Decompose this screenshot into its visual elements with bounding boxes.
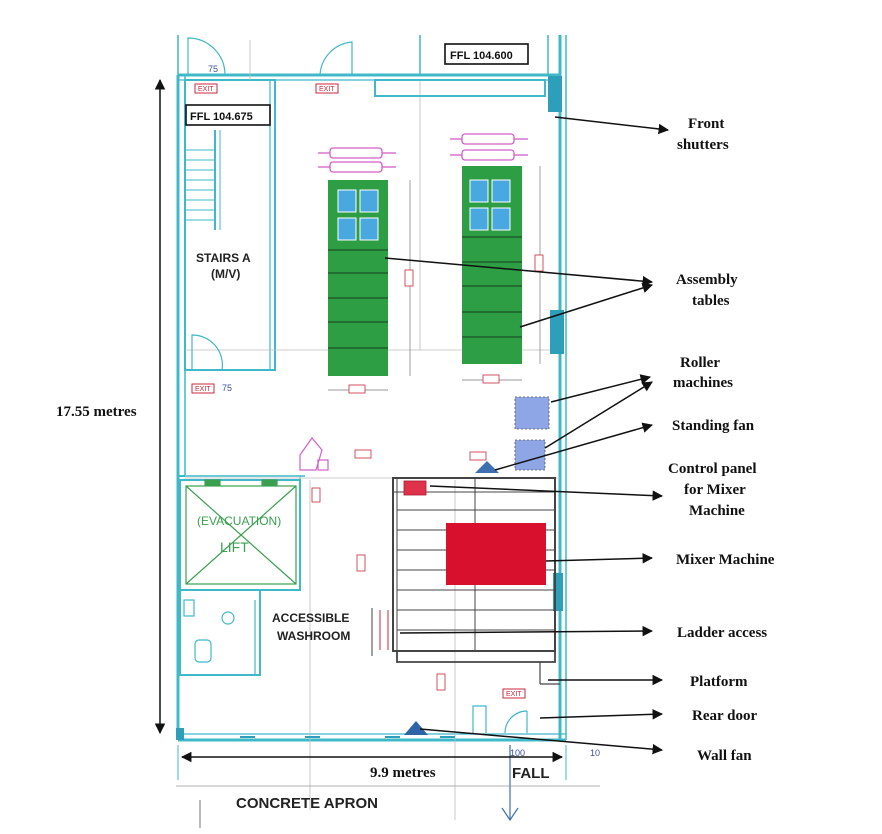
fall-label: FALL: [512, 765, 550, 782]
platform-label: Platform: [690, 674, 748, 690]
washroom-fixtures: [183, 599, 256, 675]
shutter-symbols: [318, 133, 528, 173]
lift-label-2: LIFT: [220, 539, 249, 555]
concrete-apron-label: CONCRETE APRON: [236, 795, 378, 812]
stairs-label-1: STAIRS A: [196, 251, 251, 265]
wall-fan-symbol: [404, 721, 428, 735]
table-windows: [337, 179, 511, 241]
assembly-tables-label-2: tables: [692, 293, 730, 309]
control-panel: [403, 480, 427, 496]
ladder: [371, 608, 389, 656]
ladder-access-label: Ladder access: [677, 625, 767, 641]
front-shutter-block: [548, 76, 562, 112]
control-panel-label-2: for Mixer: [684, 482, 746, 498]
rear-door-label: Rear door: [692, 708, 757, 724]
lift-label-1: (EVACUATION): [197, 514, 281, 528]
dim-75-top: 75: [208, 64, 218, 74]
height-label-bg: [52, 400, 156, 422]
mixer-machine: [446, 523, 546, 585]
side-door-block-1: [550, 310, 564, 354]
standing-fan-symbol: [475, 461, 499, 473]
exit-sign-4: EXIT: [506, 691, 522, 698]
assembly-table-left: [328, 180, 388, 376]
roller-machine-1: [514, 396, 550, 430]
front-shutters-label-2: shutters: [677, 137, 729, 153]
corner-block: [176, 728, 184, 740]
exit-sign-2: EXIT: [319, 86, 335, 93]
ffl-box-left: [185, 104, 271, 126]
platform: [392, 477, 560, 685]
wall-fan-label: Wall fan: [697, 748, 752, 764]
assembly-tables-label-1: Assembly: [676, 272, 738, 288]
grid-lines: [185, 40, 560, 820]
table-dimension-tags: [311, 254, 544, 691]
pink-column-symbol: [299, 437, 329, 471]
stairs: [185, 130, 221, 230]
roller-machines-label-2: machines: [673, 375, 733, 391]
front-shutter-bar: [374, 79, 546, 97]
width-label: 9.9 metres: [370, 765, 436, 781]
dim-10: 10: [590, 748, 600, 758]
washroom-label-1: ACCESSIBLE: [272, 611, 349, 625]
building-walls: [176, 35, 567, 742]
exit-sign-3: EXIT: [195, 386, 211, 393]
table-stripes: [328, 236, 522, 349]
control-panel-label-1: Control panel: [668, 461, 756, 477]
callout-arrows: [384, 116, 670, 755]
stairs-label-2: (M/V): [211, 267, 240, 281]
evacuation-lift: [185, 479, 297, 585]
side-door-block-2: [553, 573, 563, 611]
door-swings: [187, 37, 528, 734]
mixer-machine-label: Mixer Machine: [676, 552, 775, 568]
front-shutters-label-1: Front: [688, 116, 724, 132]
ffl-label-right: FFL 104.600: [450, 50, 513, 62]
exit-sign-1: EXIT: [198, 86, 214, 93]
roller-machines-label-1: Roller: [680, 355, 720, 371]
washroom-label-2: WASHROOM: [277, 629, 350, 643]
roller-machine-2: [514, 439, 546, 471]
ffl-label-left: FFL 104.675: [190, 111, 253, 123]
exit-signs: EXIT EXIT EXIT EXIT: [191, 83, 526, 699]
dim-75-bottom: 75: [222, 383, 232, 393]
height-label: 17.55 metres: [56, 404, 137, 420]
standing-fan-label: Standing fan: [672, 418, 755, 434]
control-panel-label-3: Machine: [689, 503, 745, 519]
width-label-bg: [366, 762, 452, 782]
ffl-box-right: [444, 43, 529, 65]
